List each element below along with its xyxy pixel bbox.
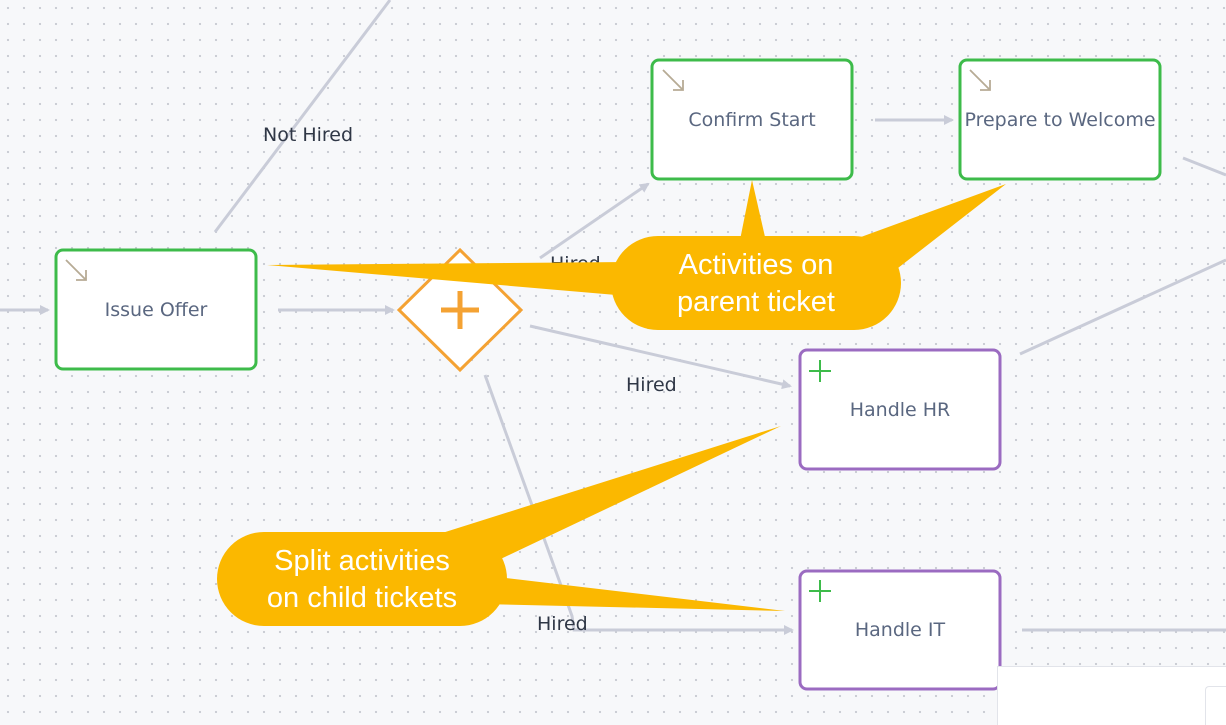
callout-parent-ticket: Activities on parent ticket [267, 180, 1006, 330]
edge-gateway-to-handle-hr[interactable] [529, 324, 792, 390]
edge-prepare-outgoing[interactable] [1182, 156, 1226, 177]
node-handle-hr[interactable]: Handle HR [798, 348, 1002, 471]
node-label-issue-offer: Issue Offer [105, 299, 208, 321]
child-ticket-plus-icon [809, 360, 831, 382]
node-prepare-to-welcome[interactable]: Prepare to Welcome [958, 58, 1162, 181]
node-issue-offer[interactable]: Issue Offer [54, 248, 258, 371]
callout-child-line2: on child tickets [267, 582, 457, 614]
edge-not-hired[interactable] [213, 0, 392, 233]
callout-parent-line2: parent ticket [677, 286, 835, 318]
edge-label-hired-it: Hired [537, 613, 588, 635]
panel-inner-edge [1205, 686, 1226, 725]
node-label-handle-hr: Handle HR [850, 399, 951, 421]
edge-gateway-to-handle-it[interactable] [483, 374, 794, 635]
node-label-confirm-start: Confirm Start [688, 109, 815, 131]
edge-label-hired-hr: Hired [626, 374, 677, 396]
edge-handle-hr-outgoing[interactable] [1019, 258, 1226, 356]
node-label-prepare-to-welcome: Prepare to Welcome [964, 109, 1155, 131]
edges [0, 0, 1226, 635]
plus-icon [441, 291, 479, 329]
parent-activity-arrow-icon [662, 69, 684, 91]
callout-child-line1: Split activities [274, 545, 450, 577]
node-handle-it[interactable]: Handle IT [798, 569, 1002, 691]
node-confirm-start[interactable]: Confirm Start [650, 58, 854, 181]
parent-activity-arrow-icon [65, 259, 87, 281]
child-ticket-plus-icon [809, 580, 831, 602]
node-label-handle-it: Handle IT [855, 619, 946, 641]
callout-parent-line1: Activities on [679, 249, 834, 281]
edge-gateway-to-confirm-start[interactable] [539, 182, 650, 260]
edge-label-not-hired: Not Hired [263, 124, 353, 146]
callout-child-tickets: Split activities on child tickets [217, 426, 785, 626]
parent-activity-arrow-icon [969, 69, 991, 91]
side-panel-edge [997, 666, 1226, 725]
